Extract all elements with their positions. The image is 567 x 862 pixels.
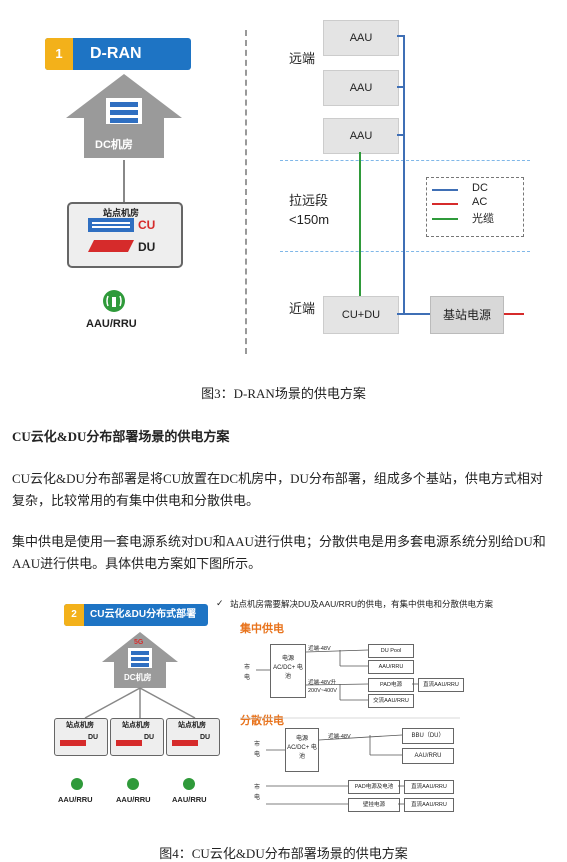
site-room-label: 站点机房 — [103, 208, 140, 218]
figure-4-caption: 图4：CU云化&DU分布部署场景的供电方案 — [159, 846, 408, 861]
site-room-3 — [166, 718, 220, 756]
cu-server-icon — [88, 218, 134, 232]
far-end-label: 远端 — [289, 51, 316, 66]
aau-rru-box: AAU/RRU — [368, 660, 414, 674]
dc-label: DC机房 — [124, 673, 152, 682]
psu-box: 电源 AC/DC+ 电池 — [285, 728, 319, 772]
cu-label: CU — [138, 218, 156, 232]
note: 站点机房需要解决DU及AAU/RRU的供电，有集中供电和分散供电方案 — [230, 599, 494, 609]
site-room-label: 站点机房 — [122, 722, 150, 729]
banner-title: CU云化&DU分布式部署 — [90, 609, 197, 620]
fan-lines — [84, 687, 196, 719]
banner-badge: 1 — [45, 38, 73, 70]
power-lines — [359, 35, 524, 315]
pull-segment-label: 拉远段 — [289, 193, 329, 208]
du-label: DU — [88, 734, 99, 741]
antenna-icon — [127, 778, 139, 790]
du-pool-box: DU Pool — [368, 644, 414, 658]
near-end-label: 近端 — [289, 301, 316, 316]
figure-3-caption: 图3：D-RAN场景的供电方案 — [201, 386, 366, 401]
antenna-icon — [103, 290, 125, 312]
figure-3: 1 D-RAN DC机房 站点机房 CU DU AAU/RRU 远端 AAU A… — [0, 0, 567, 370]
remote-48v-up-label: 近端-48V升 — [308, 680, 337, 686]
legend-dc-label: DC — [472, 182, 488, 194]
dc-aau-box: 直流AAU/RRU — [418, 678, 464, 692]
paragraph-1: CU云化&DU分布部署是将CU放置在DC机房中，DU分布部署，组成多个基站，供电… — [12, 471, 543, 508]
dc-aau-box: 直流AAU/RRU — [404, 780, 454, 794]
dc-label: DC机房 — [95, 139, 133, 151]
central-title: 集中供电 — [240, 623, 284, 635]
figure-4: 2 CU云化&DU分布式部署 ✓ 站点机房需要解决DU及AAU/RRU的供电，有… — [0, 590, 567, 835]
aau-rru-label: AAU/RRU — [172, 795, 207, 804]
paragraph-2: 集中供电是使用一套电源系统对DU和AAU进行供电；分散供电是用多套电源系统分别给… — [12, 534, 546, 571]
du-board-icon — [116, 740, 142, 746]
site-room-1 — [54, 718, 108, 756]
du-label: DU — [200, 734, 211, 741]
5g-label: 5G — [134, 639, 144, 646]
voltage-label: 200V~400V — [308, 688, 337, 694]
antenna-icon — [71, 778, 83, 790]
pad-psu-box: PAD电源 — [368, 678, 414, 692]
psu-box: 电源 AC/DC+ 电池 — [270, 644, 306, 698]
check-mark-icon: ✓ — [216, 598, 224, 608]
legend — [426, 177, 524, 237]
wall-psu-box: 壁挂电源 — [348, 798, 400, 812]
aau-rru-box: AAU/RRU — [402, 748, 454, 764]
legend-fiber-swatch — [432, 218, 458, 220]
site-room-2 — [110, 718, 164, 756]
ac-aau-box: 交流AAU/RRU — [368, 694, 414, 708]
mains-label: 市电 — [254, 785, 261, 801]
du-board-icon — [172, 740, 198, 746]
du-board-icon — [60, 740, 86, 746]
near-48v-label: 近端-48V — [328, 734, 351, 740]
legend-fiber-label: 光缆 — [472, 213, 494, 225]
site-room — [67, 202, 183, 268]
pad-batt-box: PAD电源及电池 — [348, 780, 400, 794]
dc-aau-box: 直流AAU/RRU — [404, 798, 454, 812]
du-label: DU — [138, 240, 156, 254]
cu-du-box: CU+DU — [323, 296, 399, 334]
bbu-du-box: BBU（DU） — [402, 728, 454, 744]
aau-box-1: AAU — [323, 20, 399, 56]
antenna-icon — [183, 778, 195, 790]
du-board-icon — [88, 240, 134, 252]
site-room-label: 站点机房 — [66, 722, 94, 729]
distance-label: <150m — [289, 212, 330, 227]
separator — [245, 30, 247, 354]
section-heading: CU云化&DU分布部署场景的供电方案 — [12, 429, 230, 444]
site-room-label: 站点机房 — [178, 722, 206, 729]
remote-48v-label: 近端-48V — [308, 646, 331, 652]
mains-label: 市电 — [254, 742, 261, 758]
aau-box-2: AAU — [323, 70, 399, 106]
legend-ac-swatch — [432, 203, 458, 205]
aau-rru-label: AAU/RRU — [86, 318, 137, 330]
banner-title: D-RAN — [90, 45, 142, 62]
legend-ac-label: AC — [472, 196, 488, 208]
fig4-lines — [240, 649, 460, 805]
banner-badge: 2 — [64, 604, 84, 626]
aau-rru-label: AAU/RRU — [58, 795, 93, 804]
du-label: DU — [144, 734, 155, 741]
aau-rru-label: AAU/RRU — [116, 795, 151, 804]
dc-house — [66, 74, 182, 158]
banner — [64, 604, 208, 626]
connector — [123, 160, 125, 202]
dc-house — [102, 632, 178, 688]
legend-dc-swatch — [432, 189, 458, 191]
base-power-box: 基站电源 — [430, 296, 504, 334]
mains-label: 市电 — [244, 665, 251, 681]
